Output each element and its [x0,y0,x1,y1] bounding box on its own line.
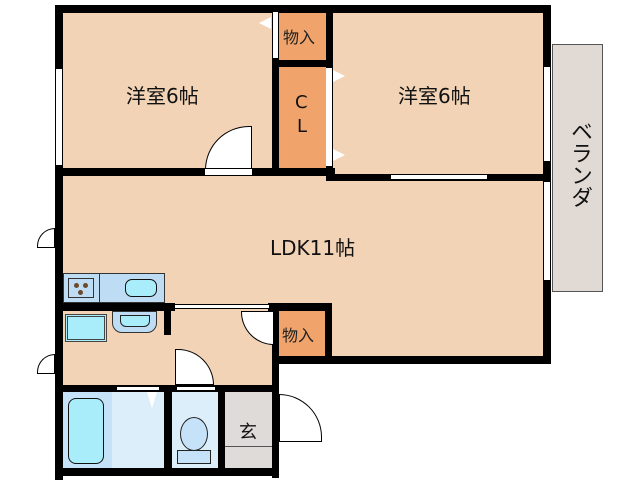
wall-bottom [55,468,279,476]
left-room-door-frame [204,168,253,176]
window-ldk-right [543,181,551,281]
stove [63,273,100,303]
wall-kitchen-bottom [55,303,175,311]
storage-top-label: 物入 [283,28,316,47]
storage-middle-label: 物入 [282,326,315,345]
storage-top [279,12,326,60]
wash-basin [112,311,157,333]
storage-top-door-arrow [259,17,271,29]
western-room-left-label: 洋室6帖 [126,84,199,108]
washroom-side-door[interactable] [37,354,55,374]
toilet-opening [176,386,216,391]
wall-left-upper [55,5,63,480]
kitchen-sink [125,279,157,297]
entrance-label: 玄 [239,422,257,443]
window-right-room-bottom [390,174,488,180]
wall-storage-mid-top [268,303,332,311]
closet-door[interactable] [326,68,332,166]
washroom-door-arrow [147,392,157,408]
toilet-bowl [180,417,208,451]
window-left-room [55,68,63,166]
veranda [550,42,605,294]
toilet-tank [177,450,211,464]
veranda-label: ベランダ [567,120,592,208]
window-right-room [543,66,551,162]
kitchen-side-door[interactable] [37,228,55,248]
wall-kitchen-stub [164,303,171,335]
closet [279,67,326,168]
entrance-door[interactable] [279,394,322,442]
entrance [225,388,272,468]
wall-storage-left [272,5,279,176]
closet-door-arrow-top [333,70,345,82]
wall-top [55,5,548,13]
wall-toilet-right [218,385,225,475]
wall-bedrooms-bottom [55,168,335,176]
western-room-right [333,12,543,175]
wall-bath-divider [164,385,172,475]
washing-machine [65,314,107,342]
wall-storage-mid-right [325,303,332,363]
entrance-step-line [225,446,272,447]
storage-middle [278,311,325,356]
ldk-label: LDK11帖 [270,236,356,260]
closet-label-c: C [295,92,308,113]
wall-bottom-ldk [272,356,551,364]
wall-storage-mid [272,60,333,67]
kitchen-counter [99,273,165,303]
washroom-opening [116,386,160,391]
sliding-door-washroom [174,304,270,309]
bathtub [68,398,104,464]
western-room-right-label: 洋室6帖 [398,84,471,108]
storage-top-door[interactable] [273,12,278,58]
closet-label-l: L [297,116,308,137]
closet-door-arrow-bottom [333,149,345,161]
